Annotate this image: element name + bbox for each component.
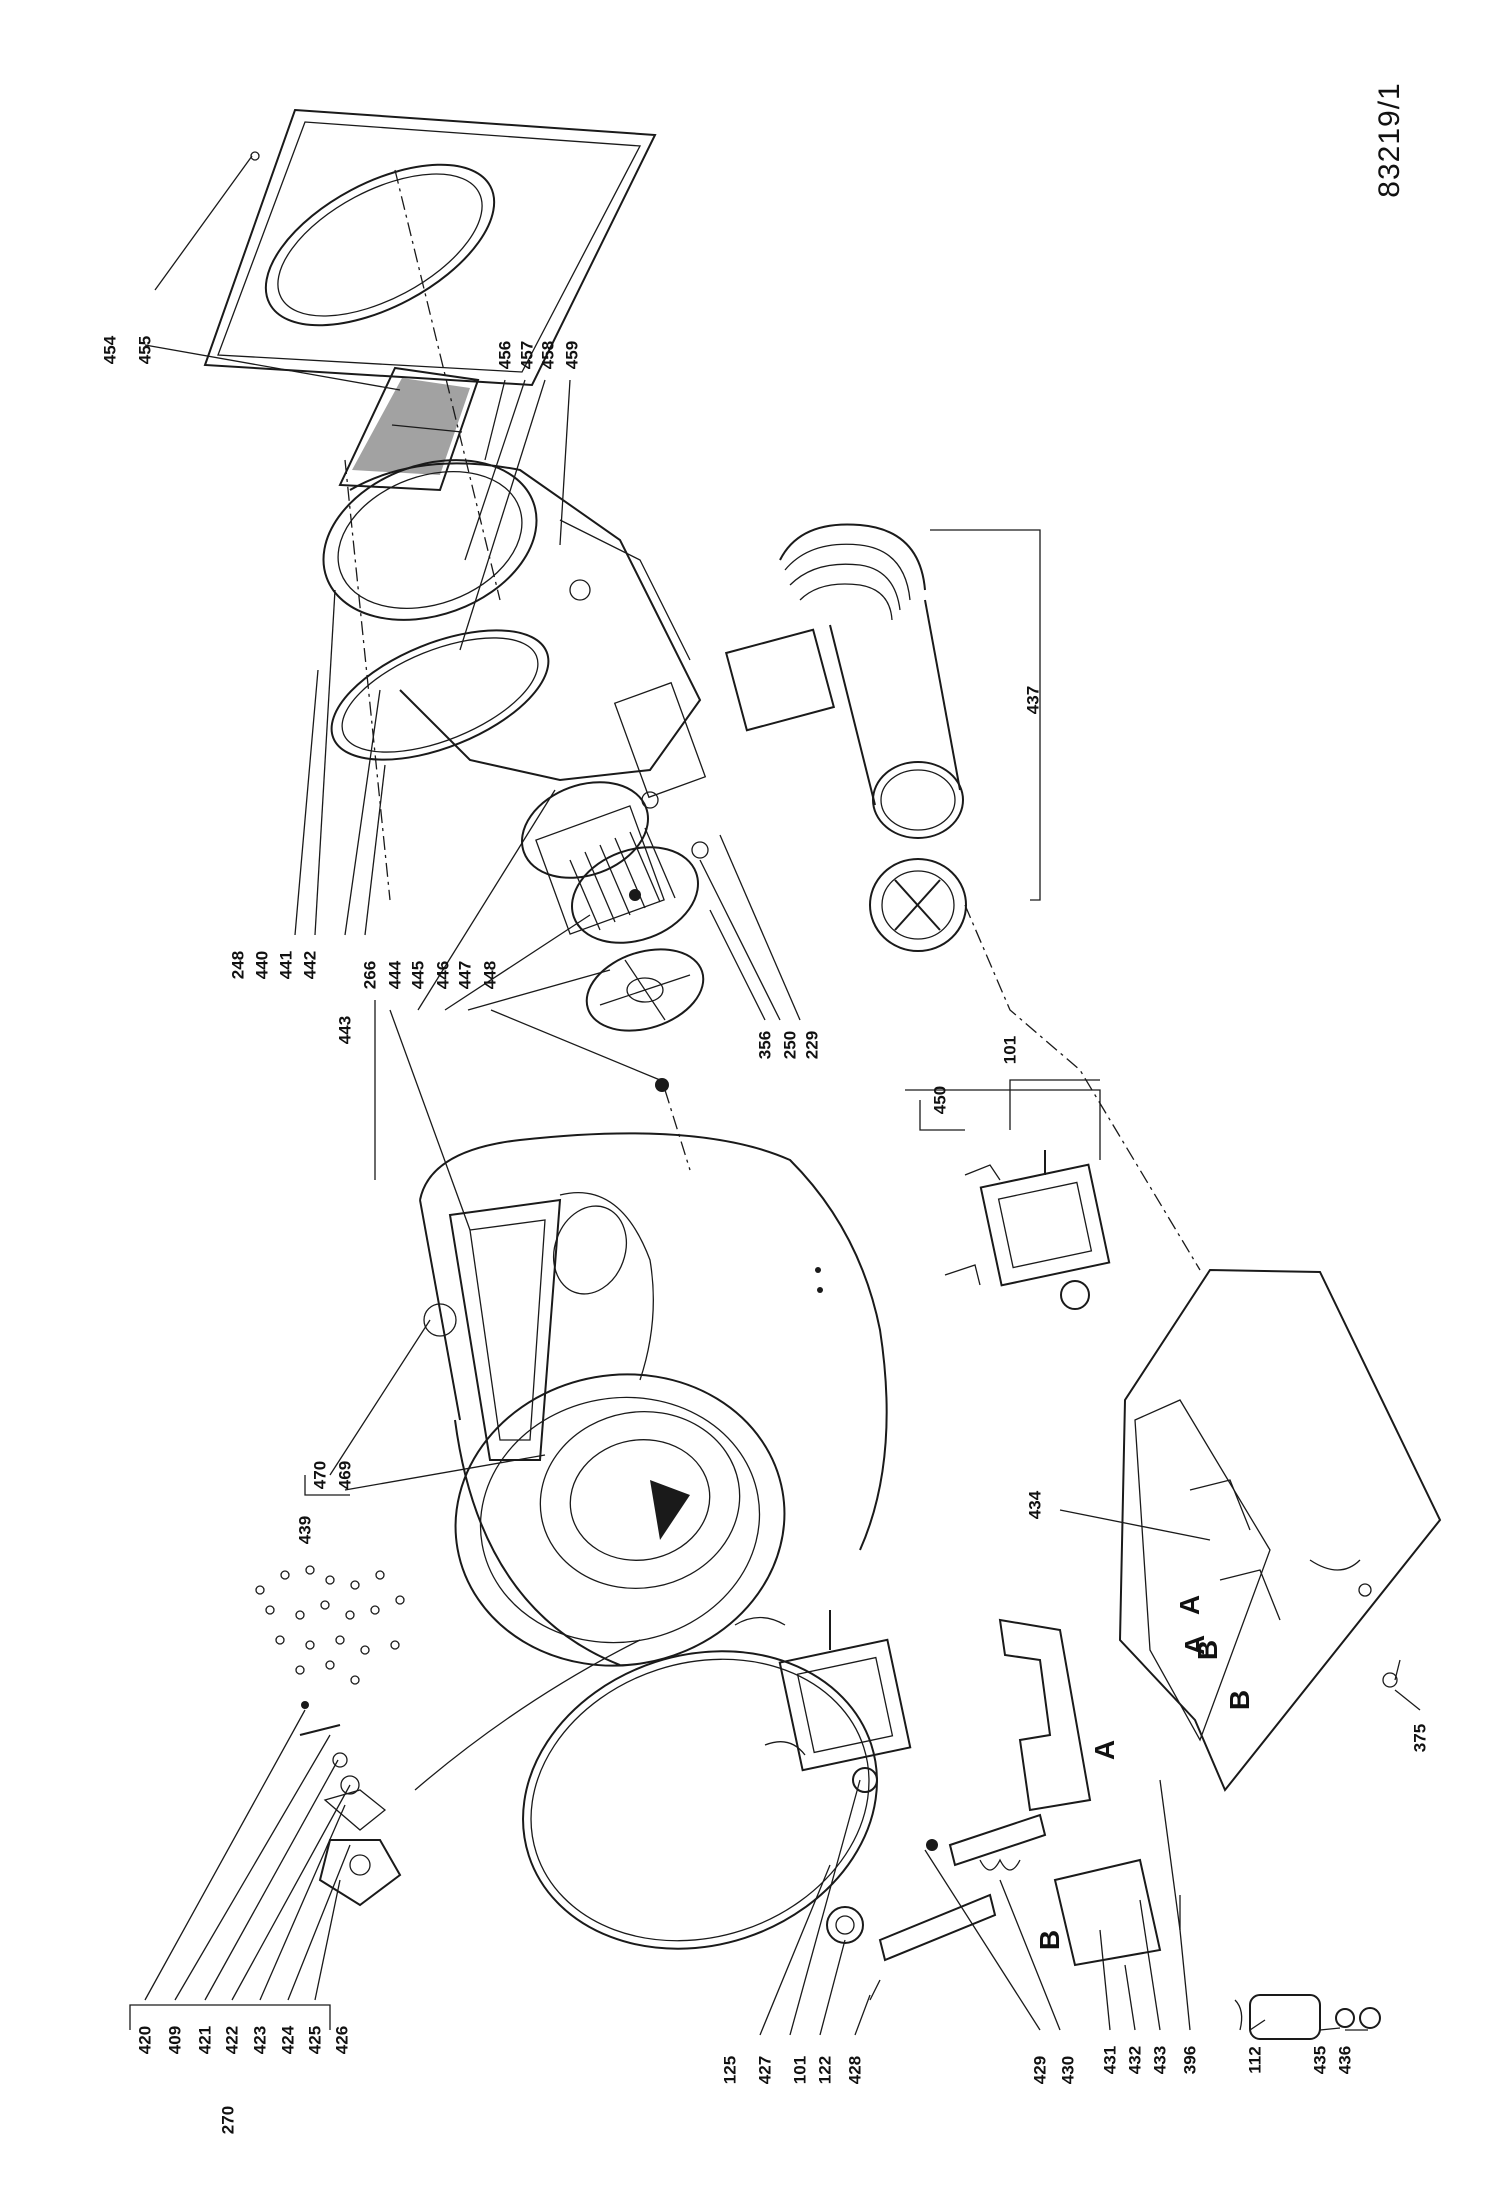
fastener-cluster (255, 1565, 641, 1907)
callout-125: 125 (720, 2055, 740, 2085)
callout-396: 396 (1180, 2045, 1200, 2075)
phantom-lines (344, 169, 1201, 1271)
callout-444: 444 (385, 960, 405, 990)
callout-423: 423 (250, 2025, 270, 2055)
callout-420: 420 (135, 2025, 155, 2055)
drum (419, 1132, 888, 1667)
leader-lines (129, 155, 1421, 2036)
callout-430: 430 (1058, 2055, 1078, 2085)
motor-bracket (998, 1618, 1092, 1812)
callout-270: 270 (218, 2105, 238, 2135)
fan-wheel (521, 781, 699, 944)
callout-447: 447 (455, 960, 475, 990)
callout-101-lower: 101 (790, 2055, 810, 2085)
callout-433: 433 (1150, 2045, 1170, 2075)
callout-375: 375 (1410, 1723, 1430, 1753)
callout-122: 122 (815, 2055, 835, 2085)
ring-seal (330, 629, 550, 761)
marker-b-base: B (1224, 1689, 1255, 1711)
callout-442: 442 (300, 950, 320, 980)
capacitor (1234, 1994, 1381, 2040)
callout-422: 422 (222, 2025, 242, 2055)
callout-421: 421 (195, 2025, 215, 2055)
callout-248: 248 (228, 950, 248, 980)
callout-441: 441 (276, 950, 296, 980)
callout-440: 440 (252, 950, 272, 980)
callout-428: 428 (845, 2055, 865, 2085)
idler-assembly (826, 1813, 1181, 2001)
callout-470: 470 (310, 1460, 330, 1490)
marker-b-base-2: B (1192, 1639, 1223, 1661)
callout-457: 457 (517, 340, 537, 370)
callout-432: 432 (1125, 2045, 1145, 2075)
callout-443: 443 (335, 1015, 355, 1045)
callout-446: 446 (433, 960, 453, 990)
callout-250: 250 (780, 1030, 800, 1060)
callout-425: 425 (305, 2025, 325, 2055)
marker-a-bracket: A (1089, 1739, 1120, 1761)
callout-454: 454 (100, 335, 120, 365)
callout-450: 450 (930, 1085, 950, 1115)
base-plate (1118, 1268, 1442, 1792)
callout-435: 435 (1310, 2045, 1330, 2075)
document-number: 83219/1 (1373, 82, 1406, 198)
callout-448: 448 (480, 960, 500, 990)
callout-445: 445 (408, 960, 428, 990)
callout-429: 429 (1030, 2055, 1050, 2085)
callout-458: 458 (538, 340, 558, 370)
callout-266: 266 (360, 960, 380, 990)
callout-356: 356 (755, 1030, 775, 1060)
drive-belt (522, 1650, 878, 1950)
callout-427: 427 (755, 2055, 775, 2085)
callout-101-upper: 101 (1000, 1035, 1020, 1065)
callout-437: 437 (1023, 685, 1043, 715)
callout-455: 455 (135, 335, 155, 365)
callout-424: 424 (278, 2025, 298, 2055)
motor-lower (734, 1610, 912, 1793)
motor-upper (905, 1089, 1111, 1310)
exhaust-hose (724, 523, 1041, 952)
fan-housing (322, 459, 709, 859)
lint-filter (338, 366, 480, 492)
callout-469: 469 (335, 1460, 355, 1490)
callout-426: 426 (332, 2025, 352, 2055)
fan-cover (585, 948, 705, 1092)
marker-b-bracket: B (1034, 1929, 1065, 1951)
callout-112: 112 (1245, 2046, 1265, 2074)
callout-459: 459 (562, 340, 582, 370)
marker-a-base: A (1174, 1594, 1205, 1616)
callout-436: 436 (1335, 2045, 1355, 2075)
top-panel (203, 108, 657, 387)
callout-434: 434 (1025, 1490, 1045, 1520)
callout-431: 431 (1100, 2045, 1120, 2075)
callout-409: 409 (165, 2025, 185, 2055)
callout-229: 229 (802, 1030, 822, 1060)
callout-439: 439 (295, 1515, 315, 1545)
callout-456: 456 (495, 340, 515, 370)
